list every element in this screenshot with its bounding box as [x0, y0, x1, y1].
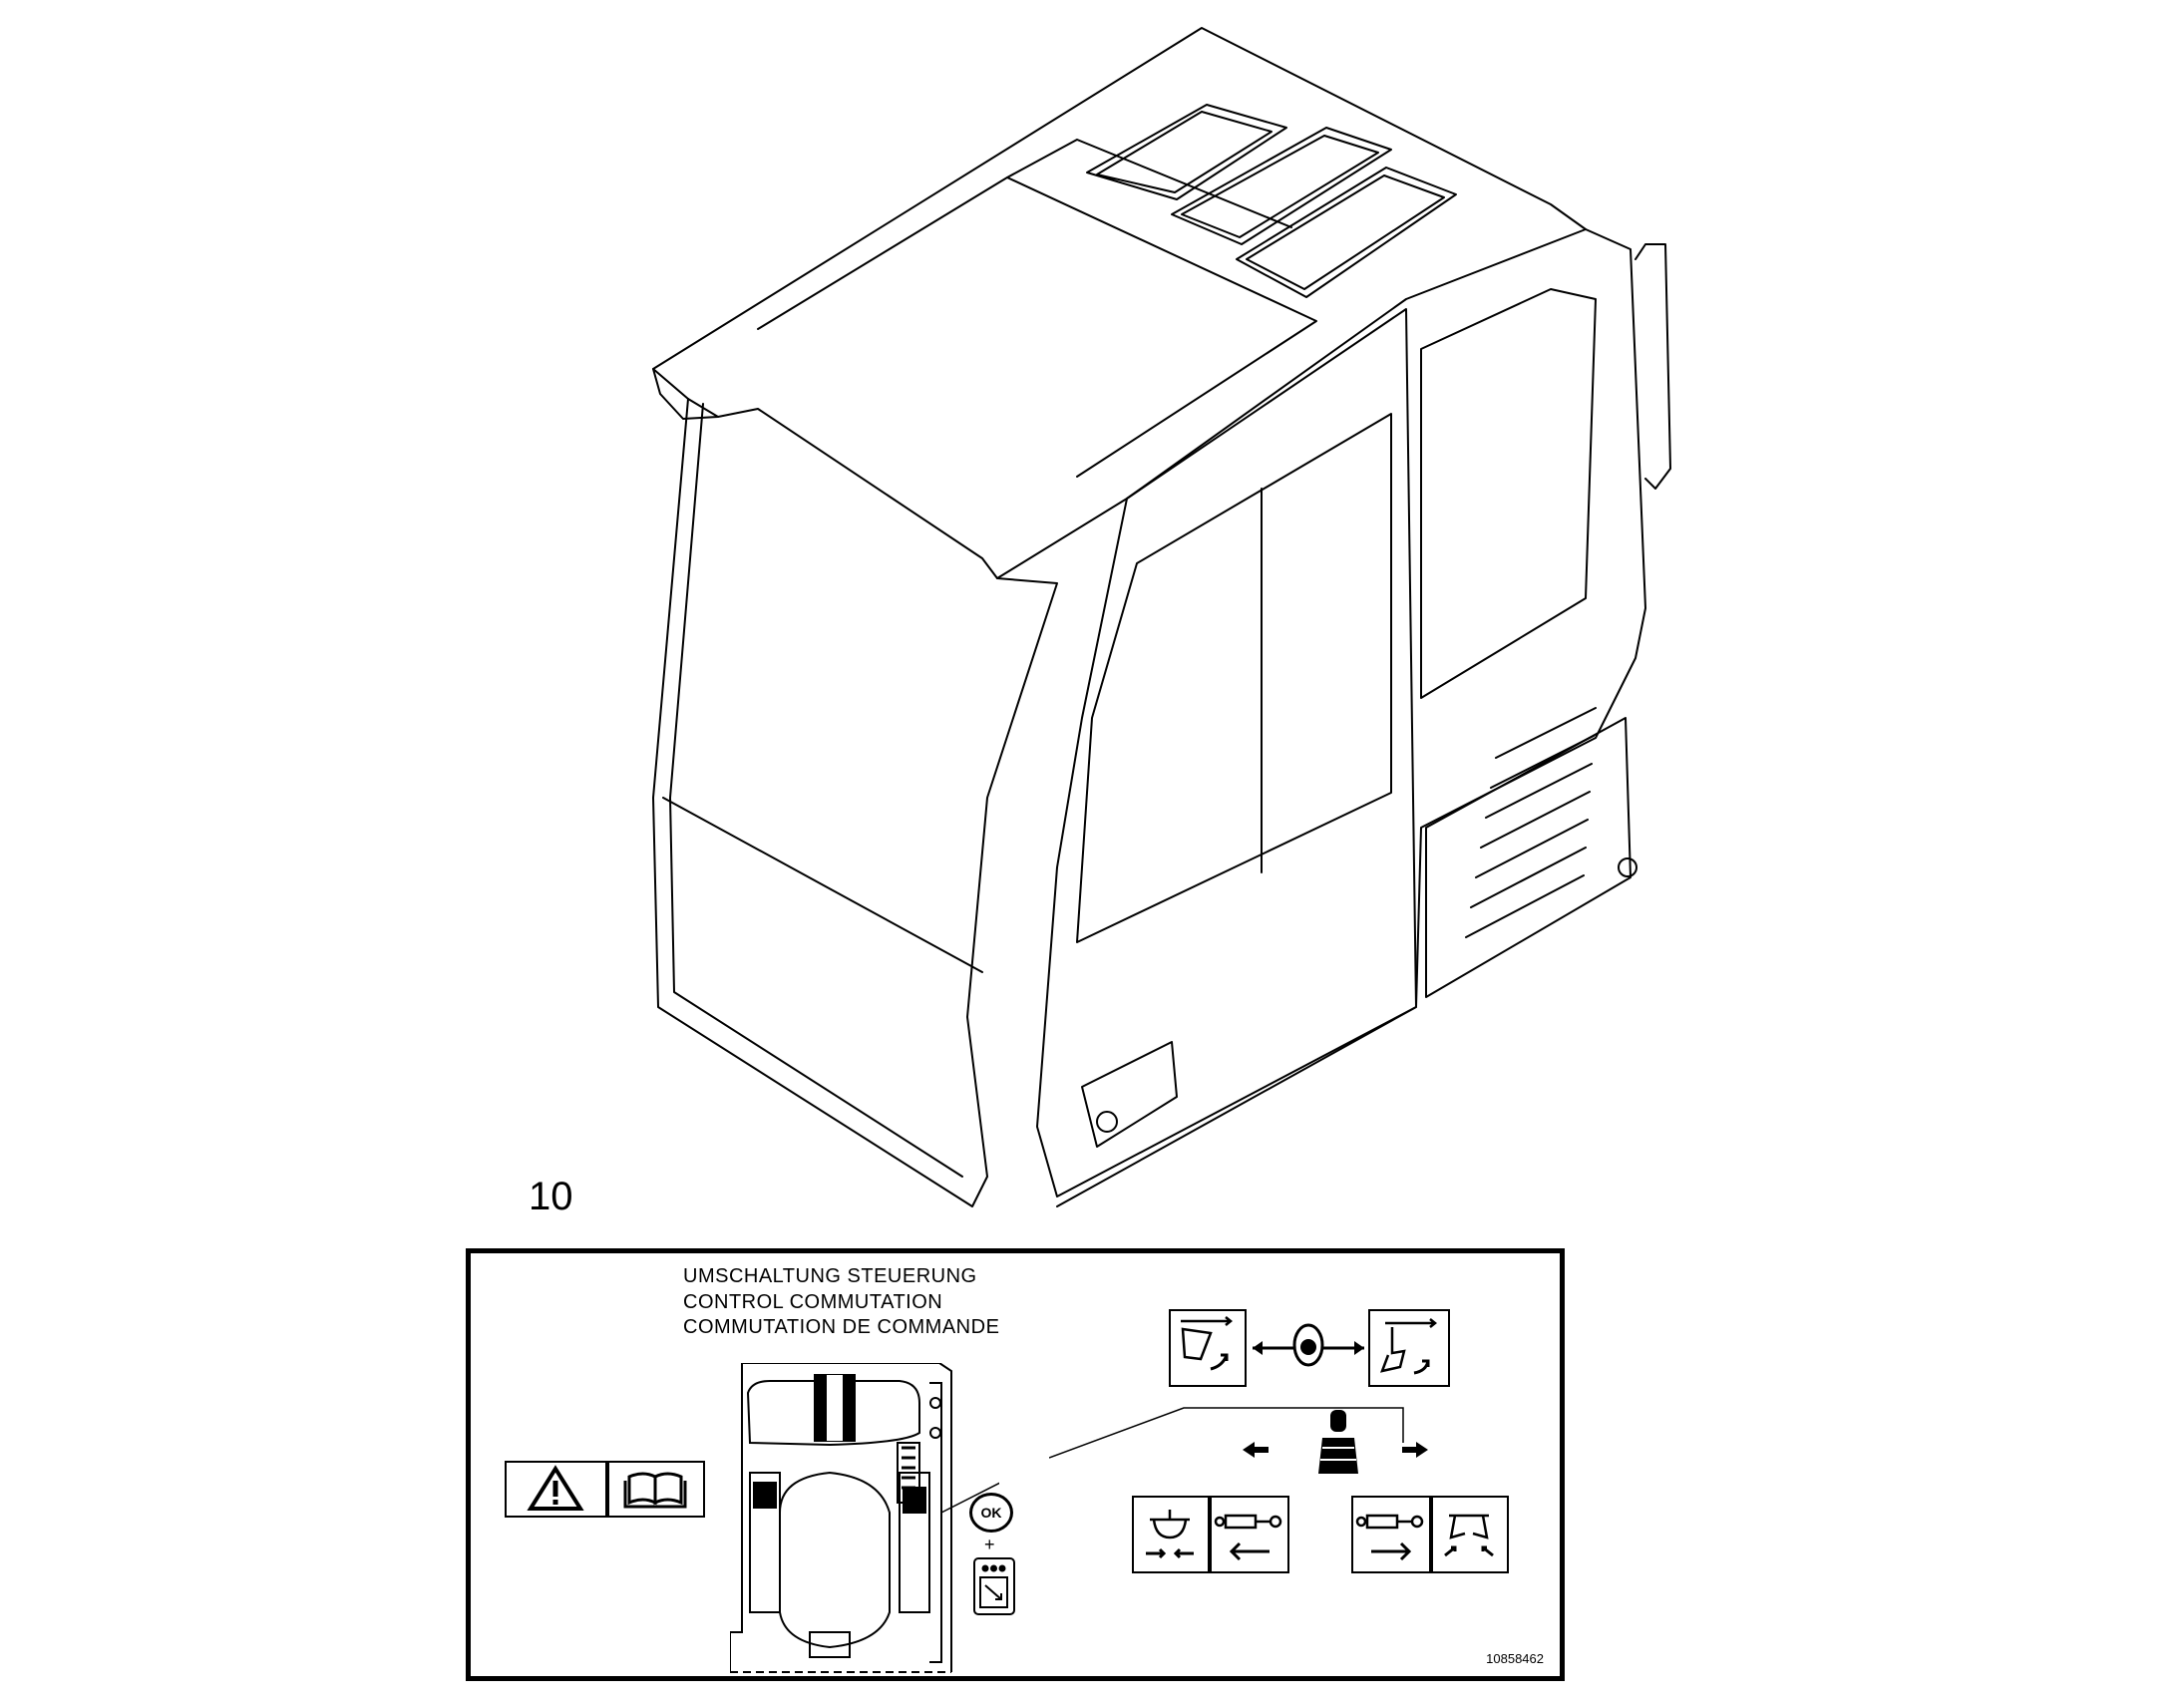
cab-roof [652, 27, 1587, 579]
callout-leader-line [1049, 1407, 1404, 1459]
boom-swing-icon [1368, 1309, 1450, 1387]
callout-number: 10 [529, 1175, 573, 1218]
manual-book-icon [607, 1461, 705, 1518]
joystick-left-right-icon [1253, 1323, 1364, 1367]
operator-seat-diagram [730, 1363, 999, 1673]
roof-hatch-2 [1171, 127, 1392, 245]
grapple-close-icon [1132, 1496, 1210, 1573]
decal-title-de: UMSCHALTUNG STEUERUNG [683, 1265, 977, 1287]
ok-button-icon: OK [969, 1493, 1013, 1533]
mode-select-icon [973, 1557, 1015, 1615]
handrail [1635, 243, 1671, 490]
part-code: 10858462 [1486, 1651, 1544, 1666]
joystick-icon [1318, 1410, 1358, 1474]
cylinder-extend-icon [1351, 1496, 1431, 1573]
roof-hatch-3 [1236, 167, 1457, 298]
door-handle [1081, 1041, 1178, 1148]
roof-hatch-1 [1086, 104, 1287, 200]
grapple-icon [1431, 1496, 1509, 1573]
warning-triangle-icon [505, 1461, 607, 1518]
arrow-right-icon [1402, 1442, 1428, 1458]
arrow-left-icon [1243, 1442, 1269, 1458]
bucket-curl-icon [1169, 1309, 1247, 1387]
plus-sign: + [984, 1535, 995, 1554]
decal-title-en: CONTROL COMMUTATION [683, 1291, 943, 1313]
front-window [652, 398, 1058, 1207]
cylinder-retract-icon [1210, 1496, 1289, 1573]
side-vents [1465, 707, 1597, 938]
cab-door [1036, 308, 1417, 1197]
decal-title-fr: COMMUTATION DE COMMANDE [683, 1316, 1000, 1338]
control-commutation-decal: UMSCHALTUNG STEUERUNG CONTROL COMMUTATIO… [466, 1248, 1565, 1681]
